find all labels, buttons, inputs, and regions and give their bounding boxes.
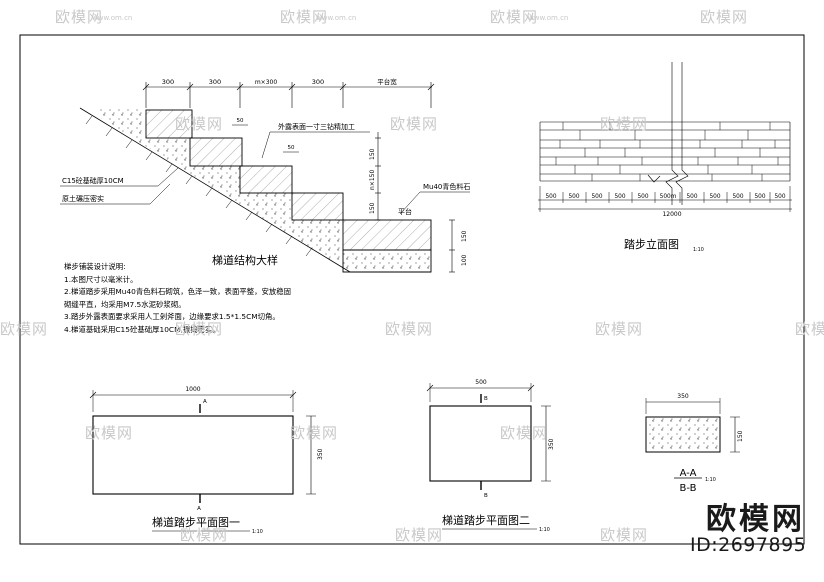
elev-dim-8: 500 [709, 194, 720, 200]
sec-label-bb: B-B [680, 483, 697, 494]
elevation-scale: 1:10 [693, 247, 704, 253]
watermark: 欧模网 [500, 424, 549, 442]
watermark-url: www.om.cn [528, 14, 569, 22]
note-2: 2.梯道踏步采用Mu40青色料石砌筑，色泽一致，表面平整，安放稳固 [64, 287, 292, 297]
elev-dim-5: 500 [637, 194, 648, 200]
note-2b: 砌缝平直，均采用M7.5水泥砂浆砌。 [64, 299, 186, 309]
watermark: 欧模网 [175, 320, 224, 338]
detail-title: 梯道结构大样 [212, 253, 278, 267]
dim-base-100: 100 [461, 254, 468, 266]
plan2-cut-bottom: B [484, 493, 488, 499]
brand-logo: 欧模网 [706, 502, 805, 537]
elevation-title: 踏步立面图 [624, 237, 679, 251]
dim-top-2: 300 [209, 78, 221, 86]
elev-dim-10: 500 [754, 194, 765, 200]
note-3: 3.踏步外露表面要求采用人工剁斧面，边缘要求1.5*1.5CM切角。 [64, 312, 280, 322]
elev-dim-3: 500 [591, 194, 602, 200]
plan2-scale: 1:10 [539, 527, 550, 533]
plan1-cut-top: A [203, 399, 207, 405]
note-1: 1.本图尺寸以毫米计。 [64, 274, 138, 284]
plan1-dim-h: 350 [317, 448, 324, 460]
brand-id: ID:2697895 [690, 534, 807, 556]
step-elevation: 500 500 500 500 500 500m 500 500 500 500… [538, 62, 792, 253]
design-notes: 梯步铺装设计说明: 1.本图尺寸以毫米计。 2.梯道踏步采用Mu40青色料石砌筑… [64, 261, 291, 337]
dim-riser-n: n×150 [369, 170, 376, 190]
label-stone: Mu40青色料石 [423, 182, 470, 191]
watermark: 欧模网 [600, 115, 649, 133]
plan1-scale: 1:10 [252, 529, 263, 535]
dim-top-3: m×300 [255, 79, 278, 86]
watermark: 欧模网 [385, 320, 434, 338]
elev-dim-4: 500 [614, 194, 625, 200]
watermark: 欧模网 [0, 320, 49, 338]
label-base: C15砼基础厚10CM [62, 176, 124, 185]
watermark: 欧模网 [85, 424, 134, 442]
watermark-url: www.om.cn [92, 14, 133, 22]
elev-dim-6: 500m [660, 194, 677, 200]
sec-label-aa: A-A [680, 468, 697, 479]
elev-dim-2: 500 [568, 194, 579, 200]
watermark: 欧模网 [290, 424, 339, 442]
elev-dim-11: 500 [774, 194, 785, 200]
dim-riser-1: 150 [369, 148, 376, 160]
watermark: 欧模网 [55, 8, 104, 26]
sec-dim-h: 150 [737, 430, 744, 442]
plan1-title: 梯道踏步平面图一 [152, 515, 240, 529]
sheet-border [19, 34, 805, 545]
sec-dim-w: 350 [677, 393, 689, 400]
label-finish: 外露表面一寸三钻精加工 [278, 122, 355, 131]
watermark: 欧模网 [395, 526, 444, 544]
plan-one: 1000 350 A A 梯道踏步平面图一 1:10 [89, 386, 324, 535]
elev-total: 12000 [662, 211, 681, 218]
sec-scale: 1:10 [705, 477, 716, 483]
watermark: 欧模网 [280, 8, 329, 26]
plan1-cut-bottom: A [197, 506, 201, 512]
notes-heading: 梯步铺装设计说明: [64, 262, 126, 271]
plan2-dim-w: 500 [475, 379, 487, 386]
watermark: 欧模网 [600, 526, 649, 544]
plan2-dim-h: 350 [548, 438, 555, 450]
plan1-dim-w: 1000 [185, 386, 200, 393]
watermark: 欧模网 [795, 320, 824, 338]
dim-base-150: 150 [461, 230, 468, 242]
dim-50-b: 50 [288, 145, 295, 151]
dim-top-5: 平台宽 [377, 77, 397, 86]
section-ab: 350 150 A-A B-B 1:10 [645, 393, 744, 494]
watermark: 欧模网 [175, 115, 224, 133]
dim-top-1: 300 [162, 78, 174, 86]
watermark: 欧模网 [490, 8, 539, 26]
elev-dim-1: 500 [545, 194, 556, 200]
label-soil: 原土碾压密实 [62, 194, 104, 203]
watermark: 欧模网 [390, 115, 439, 133]
note-4: 4.梯道基础采用C15砼基础厚10CM,振捣密实。 [64, 324, 220, 334]
watermark: 欧模网 [595, 320, 644, 338]
watermark: 欧模网 [700, 8, 749, 26]
watermark: 欧模网 [180, 526, 229, 544]
stair-section-detail: 300 300 m×300 300 平台宽 50 50 外露表面一寸三钻精加工 … [60, 77, 470, 273]
elev-dim-7: 500 [686, 194, 697, 200]
dim-top-4: 300 [312, 78, 324, 86]
plan2-cut-top: B [484, 396, 488, 402]
dim-riser-2: 150 [369, 202, 376, 214]
dim-50-a: 50 [237, 118, 244, 124]
plan-two: 500 350 B B 梯道踏步平面图二 1:10 [426, 379, 555, 533]
plan2-title: 梯道踏步平面图二 [442, 513, 530, 527]
elev-dim-9: 500 [732, 194, 743, 200]
watermark-url: www.om.cn [316, 14, 357, 22]
label-platform: 平台 [398, 207, 412, 216]
